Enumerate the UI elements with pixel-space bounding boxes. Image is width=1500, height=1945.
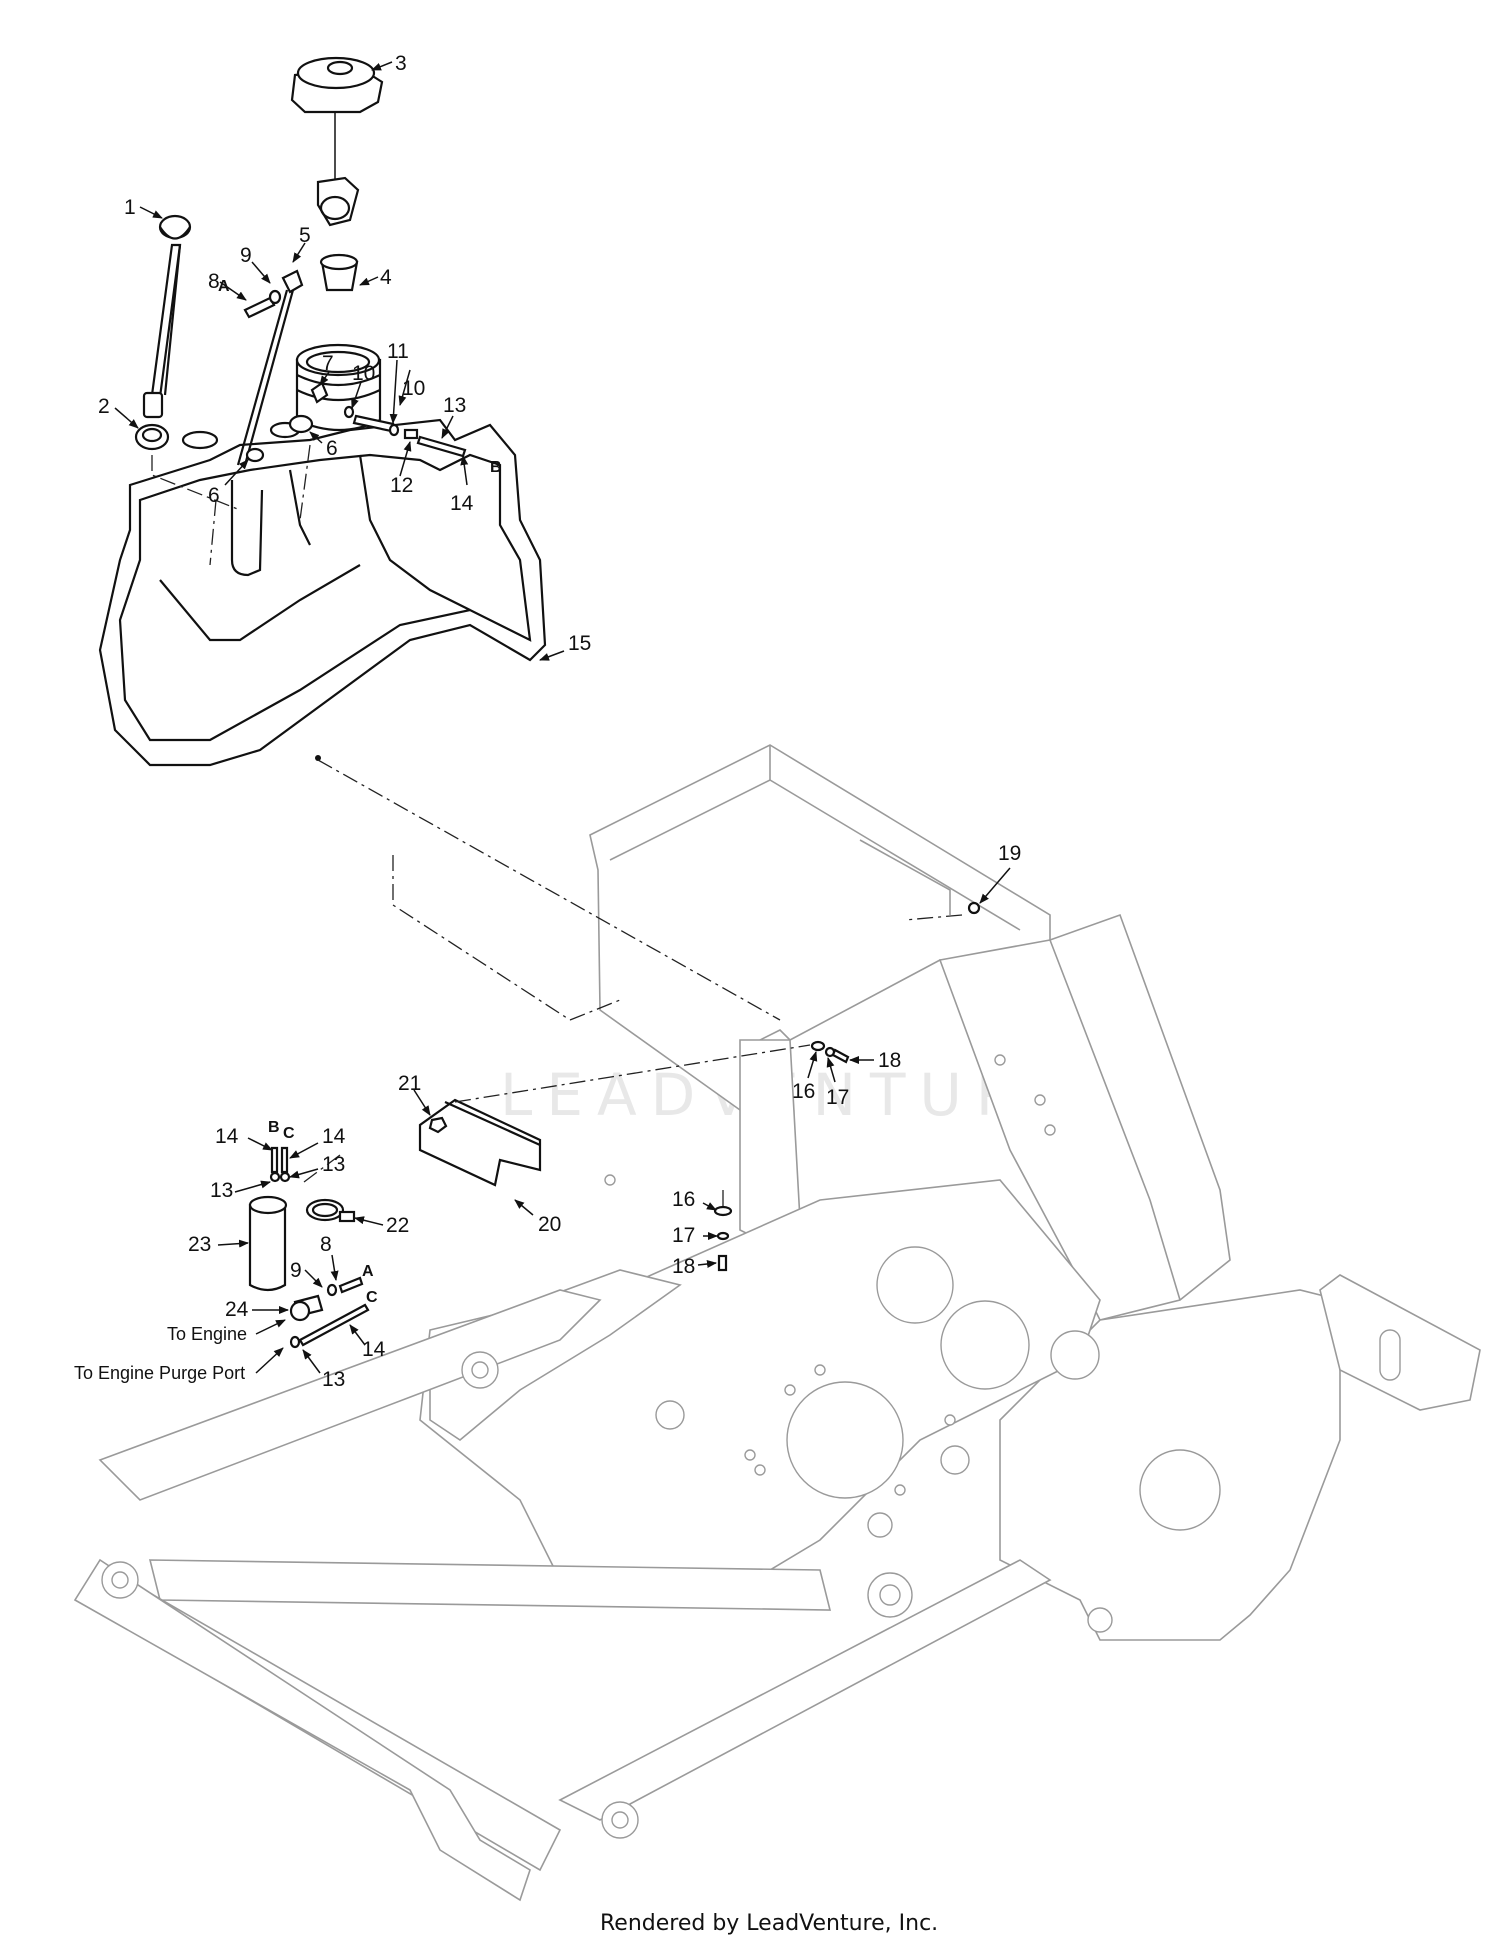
callout-14-lower: 14 — [362, 1338, 386, 1361]
callout-15: 15 — [568, 632, 591, 655]
callout-21: 21 — [398, 1072, 421, 1095]
fuel-tank — [98, 343, 547, 767]
footer-credit: Rendered by LeadVenture, Inc. — [600, 1911, 938, 1936]
part-1-fuel-gauge-sender — [142, 214, 192, 419]
callout-10-right: 10 — [402, 377, 425, 400]
letter-c-filter: C — [283, 1125, 295, 1142]
callout-24: 24 — [225, 1298, 249, 1321]
callout-6-upper: 6 — [326, 437, 338, 460]
part-9-clamp-upper — [268, 289, 282, 305]
chassis-frame — [73, 744, 1481, 1902]
part-4-fuel-filter-screen — [319, 253, 359, 292]
callout-14-upper: 14 — [450, 492, 474, 515]
hardware-16-17-18-lower — [713, 1205, 733, 1272]
callout-20: 20 — [538, 1213, 561, 1236]
callout-13-right: 13 — [322, 1153, 345, 1176]
callout-18-lower: 18 — [672, 1255, 695, 1278]
callout-17-upper: 17 — [826, 1086, 849, 1109]
callout-leaders — [114, 61, 1011, 1374]
part-23-fuel-filter — [248, 1195, 288, 1292]
callout-14-right: 14 — [322, 1125, 346, 1148]
callout-13-lower: 13 — [322, 1368, 345, 1391]
part-19-screw — [967, 901, 981, 915]
callout-4: 4 — [380, 266, 392, 289]
part-6-grommet-upper — [288, 414, 314, 434]
callout-9-upper: 9 — [240, 244, 252, 267]
callout-23: 23 — [188, 1233, 211, 1256]
callout-16-lower: 16 — [672, 1188, 695, 1211]
callout-6-lower: 6 — [208, 484, 220, 507]
rear-frame-rail — [558, 1559, 1052, 1821]
lower-line-fittings — [289, 1276, 370, 1349]
callout-1: 1 — [124, 196, 136, 219]
callout-22: 22 — [386, 1214, 409, 1237]
callout-8-lower: 8 — [320, 1233, 332, 1256]
callout-18-upper: 18 — [878, 1049, 901, 1072]
callout-2: 2 — [98, 395, 110, 418]
callout-12: 12 — [390, 474, 413, 497]
callout-3: 3 — [395, 52, 407, 75]
letter-a-lower: A — [362, 1263, 374, 1280]
filter-inlet-fittings — [269, 1146, 291, 1183]
callout-17-lower: 17 — [672, 1224, 695, 1247]
callout-13-left: 13 — [210, 1179, 233, 1202]
part-20-filter-bracket — [418, 1098, 542, 1187]
callout-14-left: 14 — [215, 1125, 239, 1148]
part-6-grommet-lower — [245, 447, 265, 463]
part-2-grommet — [134, 423, 170, 451]
letter-c-lower: C — [366, 1289, 378, 1306]
part-22-hose-clamp — [305, 1198, 356, 1223]
letter-b-filter: B — [268, 1119, 280, 1136]
callout-13-upper: 13 — [443, 394, 466, 417]
callout-11: 11 — [387, 340, 409, 363]
hardware-16-17-18-upper — [810, 1040, 850, 1064]
part-3-fuel-cap — [290, 56, 384, 227]
part-24-fuel-shutoff — [289, 1294, 324, 1322]
part-21-nut — [428, 1116, 448, 1134]
callout-16-upper: 16 — [792, 1080, 815, 1103]
front-cross-tube — [148, 1559, 832, 1611]
callout-5: 5 — [299, 224, 311, 247]
front-left-plate — [73, 1558, 531, 1902]
callout-7: 7 — [322, 352, 334, 375]
callout-labels: 1 2 3 4 5 9 8 A 7 10 11 10 13 B 6 12 14 … — [74, 52, 1021, 1391]
callout-10-left: 10 — [352, 362, 375, 385]
callout-19: 19 — [998, 842, 1021, 865]
callout-8-upper: 8 — [208, 270, 220, 293]
left-deck-arm — [429, 1269, 682, 1441]
callout-9-lower: 9 — [290, 1259, 302, 1282]
deck-plate — [419, 1179, 1101, 1601]
letter-a-upper: A — [218, 278, 230, 295]
installation-dash-lines — [151, 444, 963, 1210]
left-frame-rail — [98, 1289, 602, 1501]
vent-line-upper-assembly — [343, 405, 467, 458]
part-8-hose-upper — [243, 296, 276, 319]
part-5-rollover-valve — [236, 269, 304, 466]
note-to-engine-purge-port: To Engine Purge Port — [74, 1363, 245, 1383]
part-7-elbow-fitting — [310, 381, 329, 404]
note-to-engine: To Engine — [167, 1324, 247, 1344]
letter-b-upper: B — [490, 459, 502, 476]
right-tower-panel — [938, 913, 1231, 1321]
